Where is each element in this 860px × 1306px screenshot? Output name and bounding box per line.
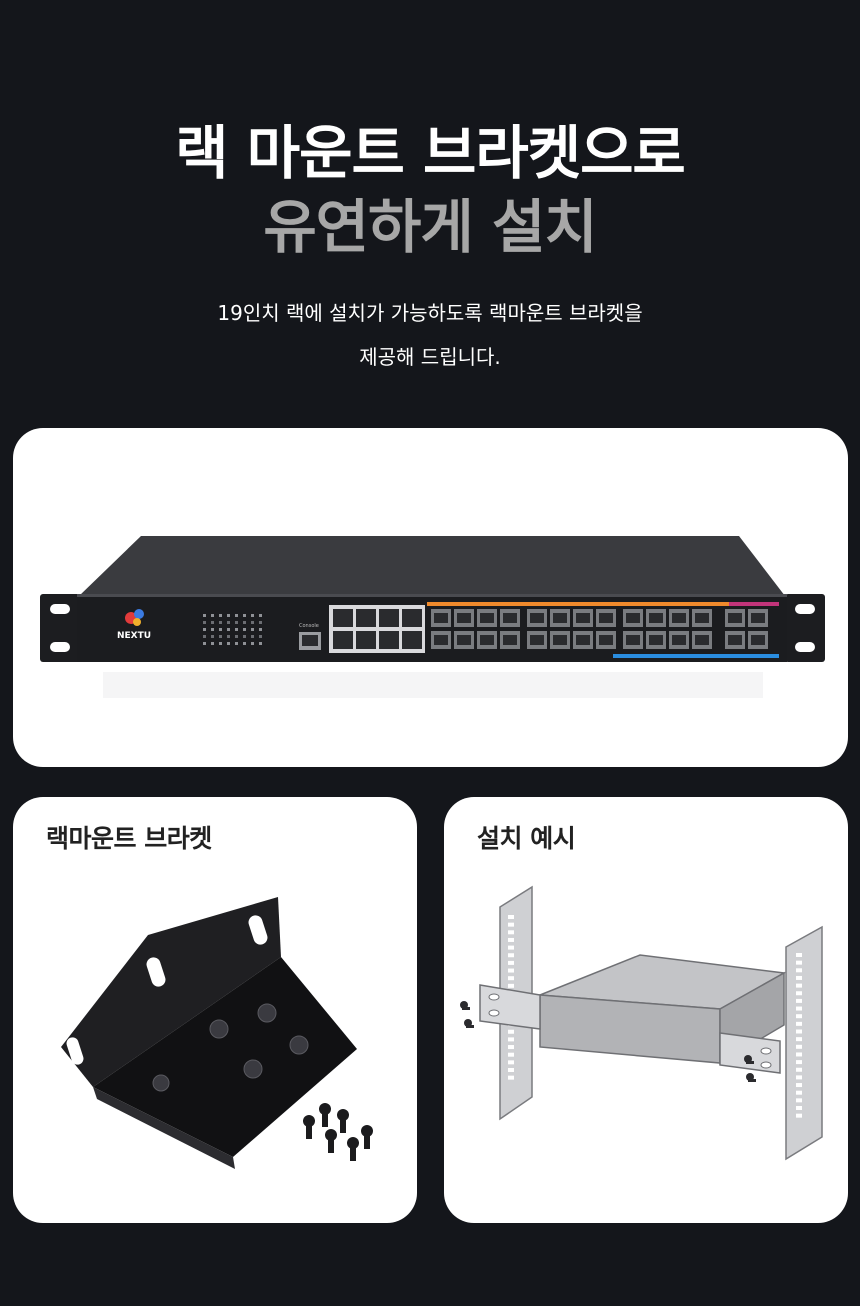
rj45-port bbox=[379, 631, 399, 649]
status-led bbox=[259, 614, 262, 617]
rack-bracket-card: 랙마운트 브라켓 bbox=[13, 797, 417, 1223]
status-led bbox=[203, 614, 206, 617]
status-led bbox=[203, 642, 206, 645]
status-led bbox=[251, 642, 254, 645]
mounting-screws bbox=[303, 1103, 373, 1161]
status-led bbox=[227, 642, 230, 645]
status-led bbox=[243, 628, 246, 631]
status-led bbox=[251, 628, 254, 631]
status-led bbox=[211, 642, 214, 645]
diagram-screws bbox=[460, 1001, 756, 1082]
switch-top-panel bbox=[79, 536, 785, 596]
status-led bbox=[227, 621, 230, 624]
status-led bbox=[219, 621, 222, 624]
rj45-port bbox=[379, 609, 399, 627]
status-led bbox=[219, 642, 222, 645]
installation-diagram bbox=[460, 885, 823, 1161]
status-led bbox=[219, 635, 222, 638]
status-led bbox=[203, 635, 206, 638]
status-led bbox=[259, 642, 262, 645]
bracket-horizontal-plate bbox=[93, 957, 357, 1157]
status-led-grid bbox=[203, 614, 262, 645]
nextu-logo-icon bbox=[125, 609, 144, 626]
accent-stripe-magenta bbox=[729, 602, 779, 606]
rj45-port bbox=[333, 631, 353, 649]
diagram-bracket-right bbox=[719, 1032, 781, 1074]
status-led bbox=[227, 635, 230, 638]
status-led bbox=[243, 621, 246, 624]
rack-ear-right bbox=[785, 594, 825, 662]
rack-bracket-title: 랙마운트 브라켓 bbox=[46, 824, 212, 853]
rj45-port bbox=[333, 609, 353, 627]
status-led bbox=[211, 621, 214, 624]
status-led bbox=[259, 628, 262, 631]
status-led bbox=[235, 614, 238, 617]
status-led bbox=[235, 635, 238, 638]
status-led bbox=[227, 628, 230, 631]
description-line-2: 제공해 드립니다. bbox=[359, 345, 501, 369]
status-led bbox=[235, 621, 238, 624]
switch-reflection bbox=[103, 672, 763, 698]
status-led bbox=[235, 628, 238, 631]
status-led bbox=[235, 642, 238, 645]
rack-bracket-image bbox=[61, 897, 373, 1169]
status-led bbox=[219, 614, 222, 617]
rack-rail-right bbox=[785, 925, 823, 1161]
headline-line-1: 랙 마운트 브라켓으로 bbox=[175, 119, 686, 187]
status-led bbox=[211, 614, 214, 617]
status-led bbox=[203, 628, 206, 631]
rack-ear-left bbox=[40, 594, 80, 662]
description-line-1: 19인치 랙에 설치가 가능하도록 랙마운트 브라켓을 bbox=[217, 301, 643, 325]
headline-line-2: 유연하게 설치 bbox=[263, 193, 597, 261]
status-led bbox=[251, 635, 254, 638]
status-led bbox=[259, 635, 262, 638]
status-led bbox=[203, 621, 206, 624]
rj45-port bbox=[356, 609, 376, 627]
status-led bbox=[211, 628, 214, 631]
status-led bbox=[227, 614, 230, 617]
rj45-port bbox=[356, 631, 376, 649]
status-led bbox=[243, 614, 246, 617]
status-led bbox=[251, 621, 254, 624]
console-label: Console bbox=[299, 623, 319, 629]
status-led bbox=[211, 635, 214, 638]
rj45-port bbox=[402, 631, 422, 649]
bracket-vertical-flange bbox=[61, 897, 281, 1087]
switch-brand-text: NEXTU bbox=[117, 631, 151, 641]
installation-example-title: 설치 예시 bbox=[477, 824, 576, 853]
status-led bbox=[251, 614, 254, 617]
installation-example-card: 설치 예시 bbox=[444, 797, 848, 1223]
status-led bbox=[259, 621, 262, 624]
accent-stripe-blue bbox=[613, 654, 779, 658]
status-led bbox=[243, 642, 246, 645]
accent-stripe-orange bbox=[427, 602, 777, 606]
network-switch-image: NEXTU Console bbox=[40, 536, 825, 698]
rj45-port bbox=[402, 609, 422, 627]
status-led bbox=[219, 628, 222, 631]
status-led bbox=[243, 635, 246, 638]
switch-product-card: NEXTU Console bbox=[13, 428, 848, 767]
